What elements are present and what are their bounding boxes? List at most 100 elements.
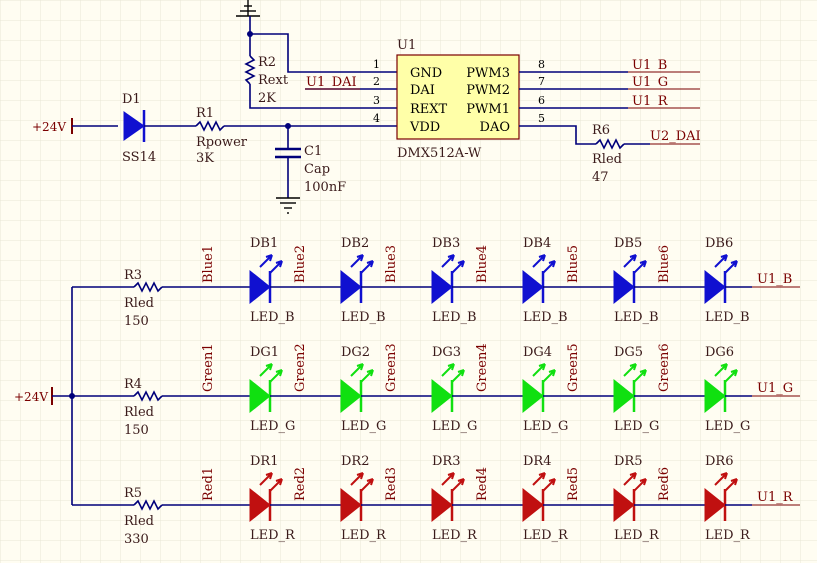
ground-symbol-c1 bbox=[276, 197, 300, 214]
led-ref-label: DG3 bbox=[432, 345, 461, 360]
r2-value-label: 2K bbox=[258, 91, 276, 106]
led-ref-label: DR5 bbox=[614, 454, 642, 469]
led-type-label: LED_G bbox=[250, 419, 295, 434]
u1-pin-num: 6 bbox=[538, 94, 545, 107]
led-ref-label: DB1 bbox=[250, 236, 278, 251]
row-out-net-label: U1_G bbox=[757, 381, 793, 396]
led-net-label: Blue4 bbox=[475, 245, 490, 283]
r2-resistor bbox=[244, 55, 256, 85]
led-net-label: Red2 bbox=[293, 467, 308, 501]
led-ref-label: DR6 bbox=[705, 454, 733, 469]
led-row: R3Rled150Blue1DB1LED_BBlue2DB2LED_BBlue3… bbox=[72, 236, 800, 329]
d1-ref-label: D1 bbox=[122, 92, 141, 107]
row-net0-label: Blue1 bbox=[201, 245, 216, 283]
row-resistor bbox=[133, 499, 163, 511]
led-type-label: LED_B bbox=[432, 310, 477, 325]
row-resistor bbox=[133, 281, 163, 293]
led-net-label: Red3 bbox=[384, 467, 399, 501]
u1-pin-name: PWM3 bbox=[466, 66, 510, 81]
led-ref-label: DG1 bbox=[250, 345, 279, 360]
led-type-label: LED_B bbox=[705, 310, 750, 325]
row-res-name-label: Rled bbox=[124, 514, 154, 529]
u1-pin-name: GND bbox=[410, 66, 442, 81]
led-net-label: Red4 bbox=[475, 467, 490, 501]
led-type-label: LED_B bbox=[614, 310, 659, 325]
row-res-ref-label: R5 bbox=[124, 486, 142, 501]
vin-net-label: +24V bbox=[32, 120, 66, 134]
led-type-label: LED_R bbox=[341, 528, 387, 543]
r2-ref-label: R2 bbox=[258, 55, 276, 70]
r2-name-label: Rext bbox=[258, 73, 289, 88]
led-net-label: Red5 bbox=[566, 467, 581, 501]
r1-name-label: Rpower bbox=[196, 135, 248, 150]
u1-pin-name: PWM1 bbox=[466, 102, 510, 117]
led-ref-label: DB2 bbox=[341, 236, 369, 251]
led-type-label: LED_R bbox=[523, 528, 569, 543]
r-net-label: U1_R bbox=[632, 94, 669, 109]
u1-pin-name: REXT bbox=[410, 102, 448, 117]
u1-ref-label: U1 bbox=[397, 38, 416, 53]
row-res-name-label: Rled bbox=[124, 405, 154, 420]
led-type-label: LED_G bbox=[341, 419, 386, 434]
u1-pin-name: DAI bbox=[410, 83, 435, 98]
row-out-net-label: U1_R bbox=[757, 490, 794, 505]
u1-pin-name: PWM2 bbox=[466, 83, 510, 98]
led-net-label: Green4 bbox=[475, 343, 490, 392]
led-diode bbox=[613, 472, 647, 523]
led-net-label: Green5 bbox=[566, 343, 581, 392]
led-ref-label: DB3 bbox=[432, 236, 460, 251]
r6-resistor bbox=[595, 138, 625, 150]
u1-pin-num: 7 bbox=[538, 75, 545, 88]
row-res-value-label: 150 bbox=[124, 423, 149, 438]
row-net0-label: Green1 bbox=[201, 343, 216, 392]
u1-pin-num: 8 bbox=[538, 58, 545, 71]
led-ref-label: DR2 bbox=[341, 454, 369, 469]
led-rows: R3Rled150Blue1DB1LED_BBlue2DB2LED_BBlue3… bbox=[72, 236, 800, 547]
led-type-label: LED_R bbox=[250, 528, 296, 543]
row-res-ref-label: R4 bbox=[124, 377, 142, 392]
led-ref-label: DB5 bbox=[614, 236, 642, 251]
led-ref-label: DB6 bbox=[705, 236, 733, 251]
b-net-label: U1_B bbox=[632, 58, 667, 73]
row-out-net-label: U1_B bbox=[757, 272, 792, 287]
led-net-label: Green2 bbox=[293, 343, 308, 392]
led-diode bbox=[249, 363, 283, 414]
r6-ref-label: R6 bbox=[592, 123, 610, 138]
row-res-ref-label: R3 bbox=[124, 268, 142, 283]
led-ref-label: DR3 bbox=[432, 454, 460, 469]
u1-pin-num: 2 bbox=[373, 75, 380, 88]
dai-net-label: U1_DAI bbox=[306, 75, 357, 90]
gnd-wire bbox=[249, 16, 397, 73]
led-net-label: Blue5 bbox=[566, 245, 581, 283]
led-type-label: LED_G bbox=[432, 419, 477, 434]
row-res-value-label: 330 bbox=[124, 532, 149, 547]
led-type-label: LED_R bbox=[705, 528, 751, 543]
rext-wire bbox=[249, 84, 397, 109]
u1-pin-name: VDD bbox=[409, 120, 440, 135]
led-diode bbox=[522, 472, 556, 523]
r1-resistor bbox=[195, 120, 225, 132]
led-net-label: Red6 bbox=[657, 467, 672, 501]
led-net-label: Green3 bbox=[384, 343, 399, 392]
row-res-name-label: Rled bbox=[124, 296, 154, 311]
u1-pin-name: DAO bbox=[480, 120, 510, 135]
u1-pin-num: 3 bbox=[373, 94, 380, 107]
row-resistor bbox=[133, 390, 163, 402]
c1-ref-label: C1 bbox=[304, 144, 322, 159]
led-ref-label: DG5 bbox=[614, 345, 643, 360]
u2dai-net-label: U2_DAI bbox=[650, 129, 701, 144]
dao-wire bbox=[519, 125, 596, 145]
led-net-label: Green6 bbox=[657, 343, 672, 392]
led-diode bbox=[431, 254, 465, 305]
led-type-label: LED_G bbox=[523, 419, 568, 434]
junction bbox=[247, 31, 253, 37]
u1-part-label: DMX512A-W bbox=[397, 146, 482, 161]
led-type-label: LED_B bbox=[523, 310, 568, 325]
c1-name-label: Cap bbox=[304, 162, 330, 177]
row-net0-label: Red1 bbox=[201, 467, 216, 501]
g-net-label: U1_G bbox=[632, 75, 668, 90]
led-row: R5Rled330Red1DR1LED_RRed2DR2LED_RRed3DR3… bbox=[72, 454, 800, 547]
